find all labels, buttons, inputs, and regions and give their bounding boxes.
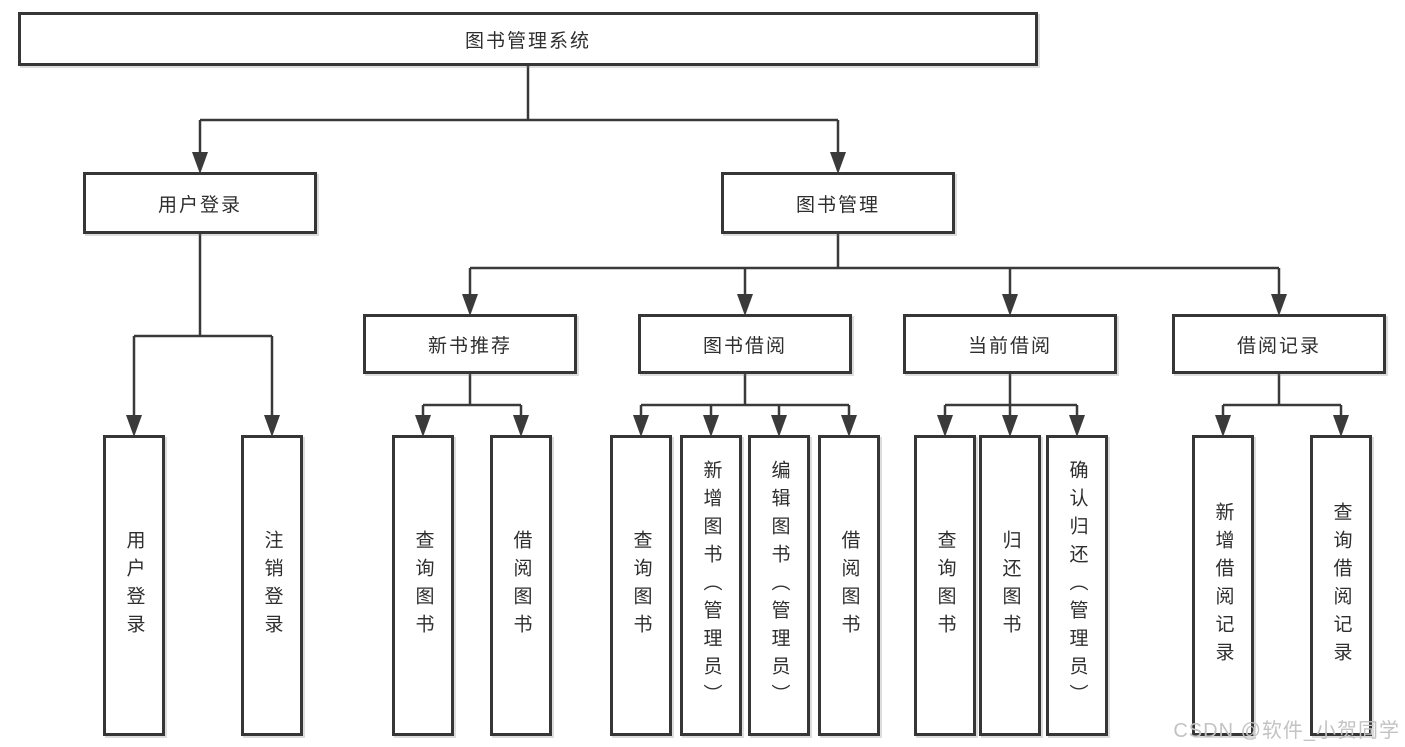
arrow-down-icon — [1215, 415, 1231, 437]
leaf-query-borrow-record-label: 查询借阅记录 — [1330, 501, 1352, 670]
arrow-down-icon — [415, 415, 431, 437]
node-root-system: 图书管理系统 — [18, 12, 1038, 66]
arrow-down-icon — [830, 152, 846, 174]
leaf-edit-book-admin-label: 编辑图书（管理员） — [768, 459, 790, 712]
leaf-borrow-books-label: 借阅图书 — [838, 529, 860, 642]
leaf-logout: 注销登录 — [241, 435, 303, 736]
arrow-down-icon — [1271, 294, 1287, 316]
leaf-query-books-current: 查询图书 — [914, 435, 976, 736]
arrow-down-icon — [937, 415, 953, 437]
node-book-borrow-label: 图书借阅 — [702, 335, 787, 357]
leaf-return-book-label: 归还图书 — [999, 529, 1021, 642]
node-borrow-records: 借阅记录 — [1172, 314, 1386, 374]
node-new-book-recommend-label: 新书推荐 — [427, 335, 512, 357]
node-book-management: 图书管理 — [721, 172, 955, 234]
node-borrow-records-label: 借阅记录 — [1236, 335, 1321, 357]
leaf-logout-label: 注销登录 — [261, 529, 283, 642]
leaf-user-login: 用户登录 — [103, 435, 165, 736]
node-new-book-recommend: 新书推荐 — [363, 314, 577, 374]
arrow-down-icon — [462, 294, 478, 316]
leaf-user-login-label: 用户登录 — [123, 529, 145, 642]
node-current-borrow-label: 当前借阅 — [967, 335, 1052, 357]
arrow-down-icon — [1069, 415, 1085, 437]
leaf-return-book: 归还图书 — [979, 435, 1041, 736]
leaf-borrow-books-recommend-label: 借阅图书 — [510, 529, 532, 642]
node-book-management-label: 图书管理 — [795, 194, 880, 216]
arrow-down-icon — [771, 415, 787, 437]
arrow-down-icon — [1002, 294, 1018, 316]
arrow-down-icon — [1002, 415, 1018, 437]
csdn-watermark: CSDN @软件_小贺同学 — [1173, 720, 1400, 742]
arrow-down-icon — [1333, 415, 1349, 437]
arrow-down-icon — [126, 415, 142, 437]
leaf-query-books-recommend: 查询图书 — [392, 435, 454, 736]
leaf-borrow-books: 借阅图书 — [818, 435, 880, 736]
leaf-query-books-borrow-label: 查询图书 — [630, 529, 652, 642]
leaf-query-books-current-label: 查询图书 — [934, 529, 956, 642]
leaf-add-borrow-record-label: 新增借阅记录 — [1212, 501, 1234, 670]
leaf-query-books-borrow: 查询图书 — [610, 435, 672, 736]
leaf-add-book-admin: 新增图书（管理员） — [680, 435, 742, 736]
arrow-down-icon — [841, 415, 857, 437]
node-user-login-label: 用户登录 — [157, 194, 242, 216]
leaf-query-borrow-record: 查询借阅记录 — [1310, 435, 1372, 736]
arrow-down-icon — [703, 415, 719, 437]
leaf-borrow-books-recommend: 借阅图书 — [490, 435, 552, 736]
arrow-down-icon — [737, 294, 753, 316]
leaf-add-borrow-record: 新增借阅记录 — [1192, 435, 1254, 736]
arrow-down-icon — [513, 415, 529, 437]
node-current-borrow: 当前借阅 — [903, 314, 1117, 374]
leaf-confirm-return-admin-label: 确认归还（管理员） — [1066, 459, 1088, 712]
arrow-down-icon — [192, 152, 208, 174]
arrow-down-icon — [264, 415, 280, 437]
leaf-query-books-recommend-label: 查询图书 — [412, 529, 434, 642]
leaf-add-book-admin-label: 新增图书（管理员） — [700, 459, 722, 712]
arrow-down-icon — [633, 415, 649, 437]
leaf-confirm-return-admin: 确认归还（管理员） — [1046, 435, 1108, 736]
node-book-borrow: 图书借阅 — [638, 314, 852, 374]
leaf-edit-book-admin: 编辑图书（管理员） — [748, 435, 810, 736]
node-user-login: 用户登录 — [83, 172, 317, 234]
node-root-label: 图书管理系统 — [464, 30, 591, 52]
